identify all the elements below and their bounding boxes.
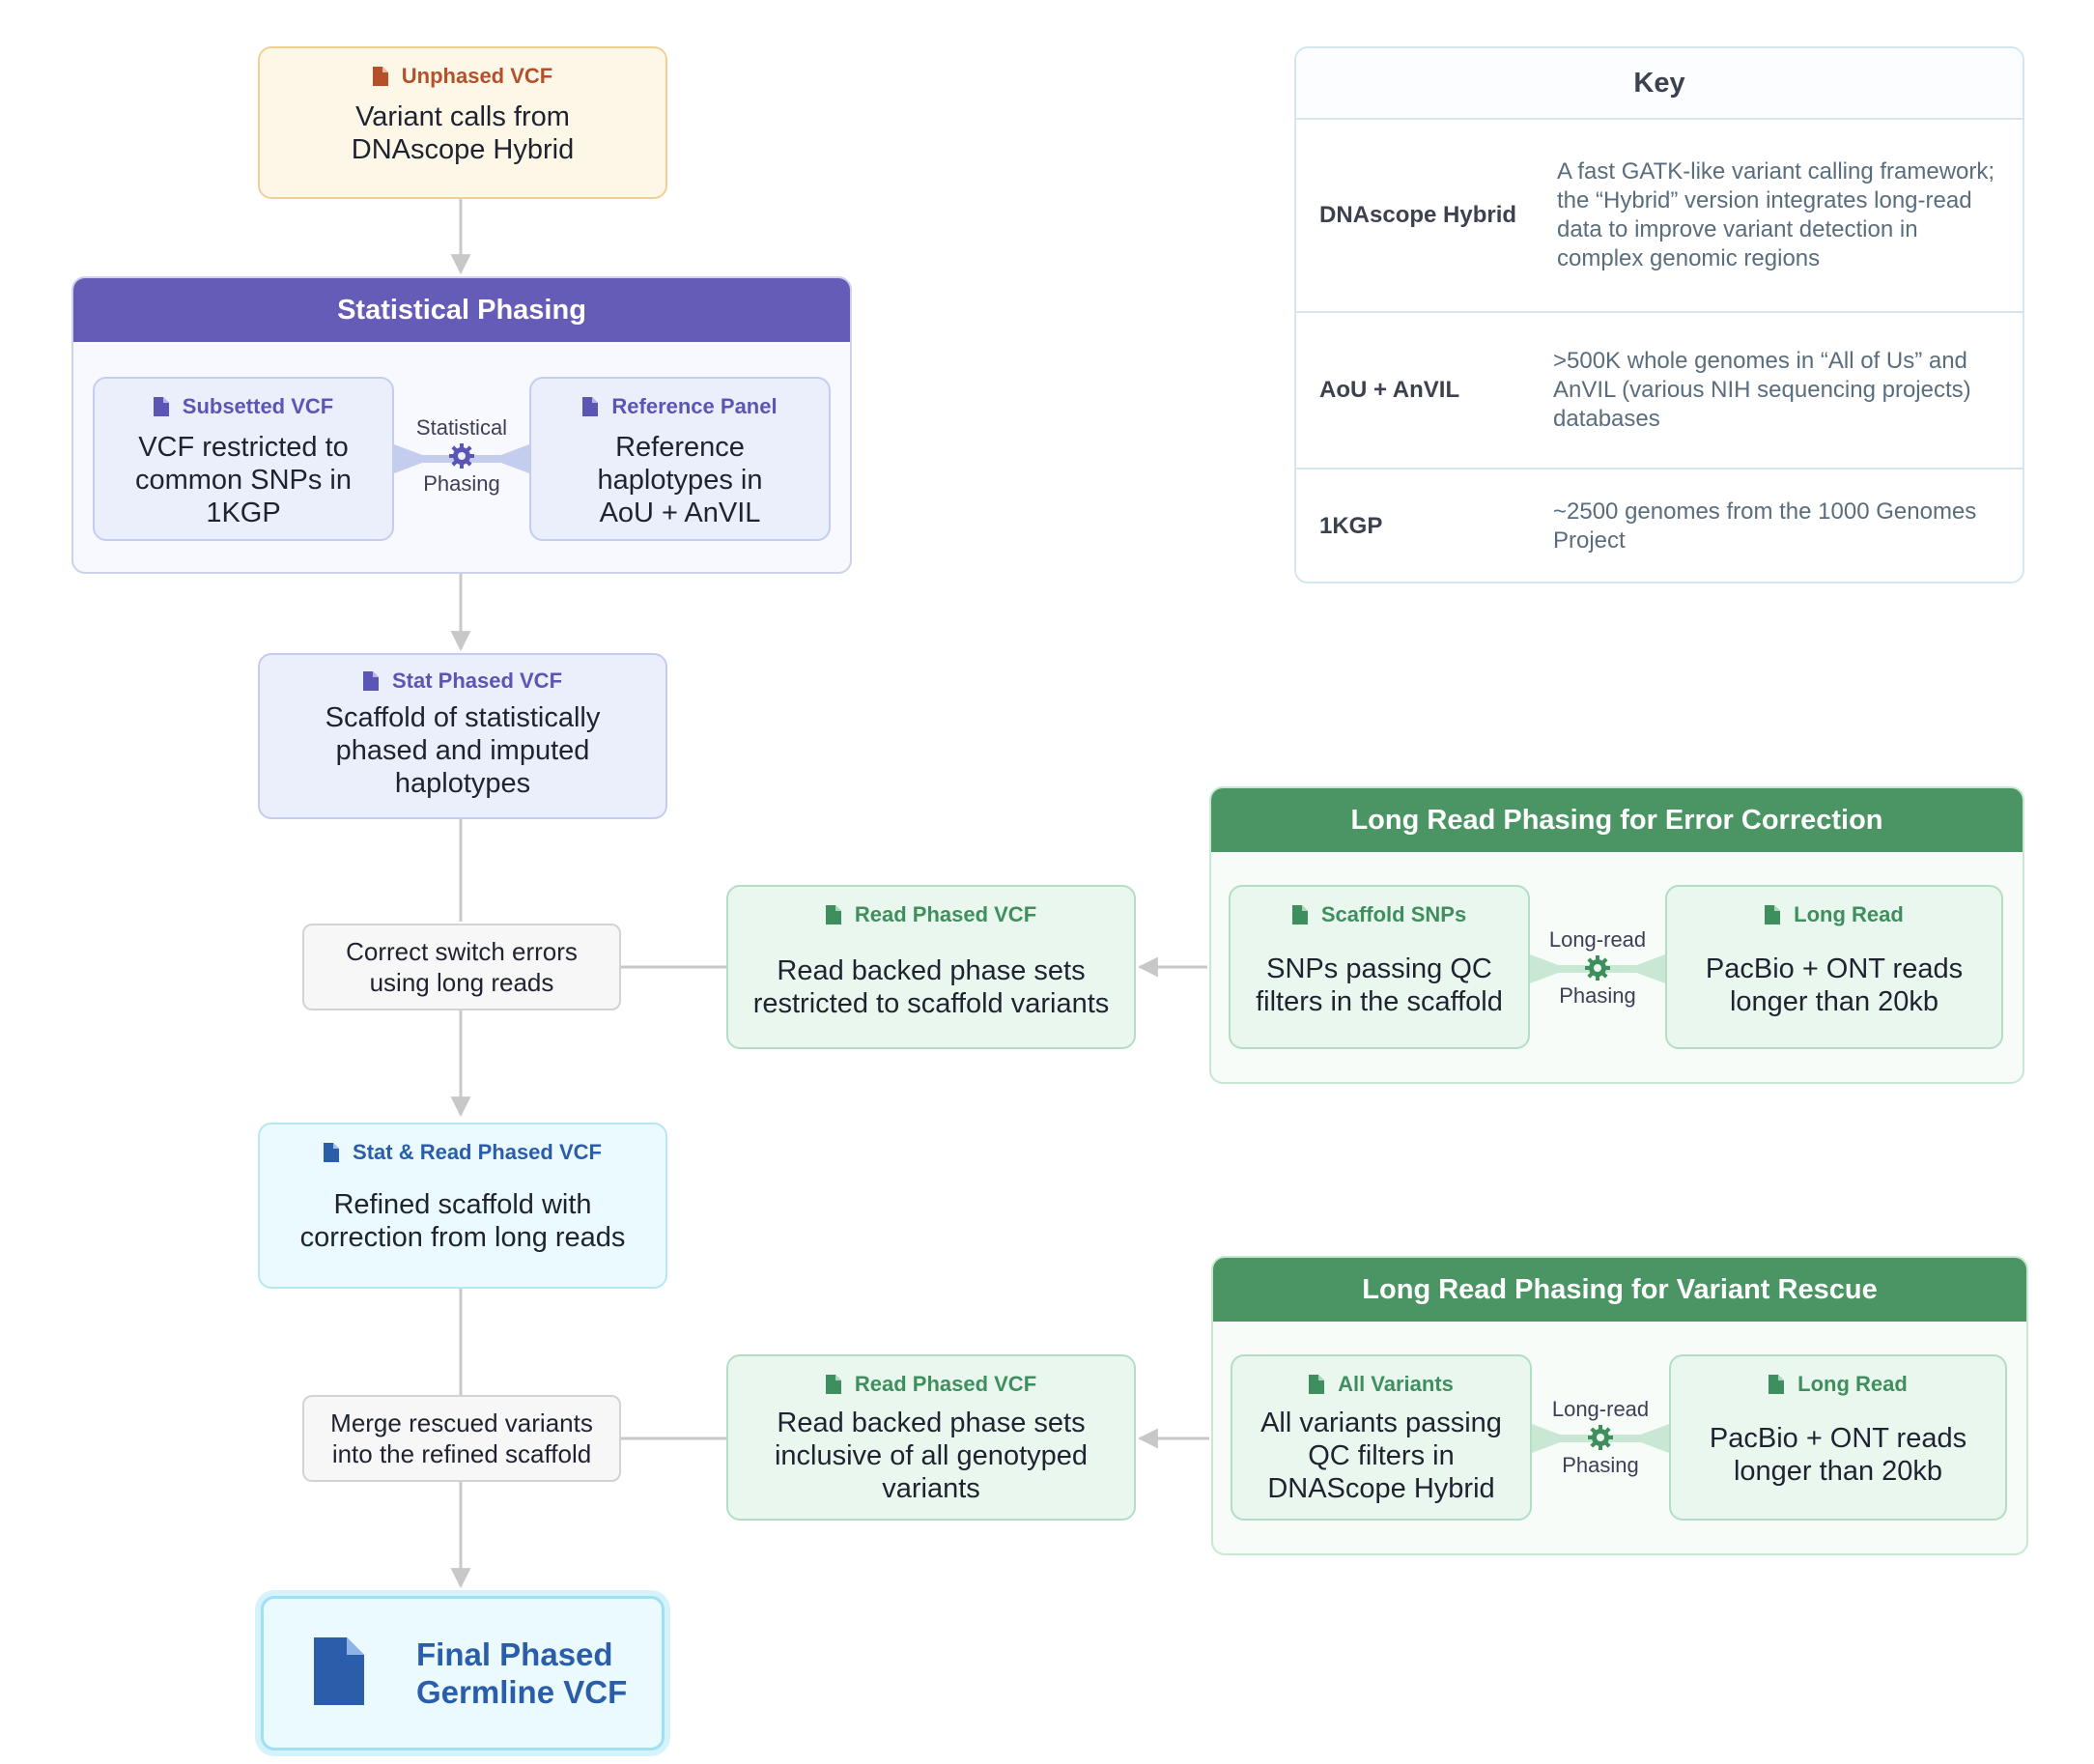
stat-read-phased-vcf-node[interactable]: Stat & Read Phased VCF Refined scaffold … xyxy=(258,1123,667,1289)
merge-rescued-variants-step[interactable]: Merge rescued variants into the refined … xyxy=(302,1395,621,1482)
file-icon xyxy=(153,397,169,416)
key-title: Key xyxy=(1296,48,2023,120)
file-icon xyxy=(1291,905,1308,925)
longread-phasing-connector-2: Long-read Phasing xyxy=(1532,1397,1669,1478)
file-icon xyxy=(372,67,388,86)
unphased-vcf-tag: Unphased VCF xyxy=(401,64,553,88)
connector-label-top: Long-read xyxy=(1548,927,1647,952)
file-icon xyxy=(582,397,599,416)
key-definition: ~2500 genomes from the 1000 Genomes Proj… xyxy=(1553,498,1977,554)
subsetted-vcf-node[interactable]: Subsetted VCF VCF restricted to common S… xyxy=(93,377,394,541)
read-phased-vcf-node-2[interactable]: Read Phased VCF Read backed phase sets i… xyxy=(726,1354,1136,1521)
unphased-vcf-node[interactable]: Unphased VCF Variant calls from DNAscope… xyxy=(258,46,667,199)
subsetted-vcf-body: VCF restricted to common SNPs in 1KGP xyxy=(134,432,352,528)
correct-switch-errors-step[interactable]: Correct switch errors using long reads xyxy=(302,924,621,1010)
key-term: AoU + AnVIL xyxy=(1319,377,1460,403)
final-phased-vcf-node[interactable]: Final Phased Germline VCF xyxy=(261,1596,665,1750)
key-row: AoU + AnVIL >500K whole genomes in “All … xyxy=(1296,313,2023,469)
connector-label-bottom: Phasing xyxy=(423,471,500,496)
subsetted-vcf-tag: Subsetted VCF xyxy=(182,394,334,418)
read-phased-vcf-node-1[interactable]: Read Phased VCF Read backed phase sets r… xyxy=(726,885,1136,1049)
error-correction-title: Long Read Phasing for Error Correction xyxy=(1211,788,2023,852)
file-icon xyxy=(362,671,379,691)
connector-label-bottom: Phasing xyxy=(1562,1453,1639,1477)
gear-icon xyxy=(1587,1424,1614,1451)
reference-panel-tag: Reference Panel xyxy=(611,394,778,418)
stat-phased-vcf-tag: Stat Phased VCF xyxy=(391,669,563,693)
scaffold-snps-node[interactable]: Scaffold SNPs SNPs passing QC filters in… xyxy=(1229,885,1530,1049)
all-variants-node[interactable]: All Variants All variants passing QC fil… xyxy=(1231,1354,1532,1521)
read-phased-vcf-body-1: Read backed phase sets restricted to sca… xyxy=(752,955,1110,1019)
large-file-icon xyxy=(314,1636,364,1710)
statistical-phasing-connector: Statistical Phasing xyxy=(394,415,529,497)
connector-label-top: Long-read xyxy=(1551,1397,1650,1421)
stat-phased-vcf-body: Scaffold of statistically phased and imp… xyxy=(325,702,601,799)
scaffold-snps-tag: Scaffold SNPs xyxy=(1320,902,1467,926)
file-icon xyxy=(825,1375,841,1394)
scaffold-snps-body: SNPs passing QC filters in the scaffold xyxy=(1256,953,1503,1017)
final-phased-vcf-title: Final Phased Germline VCF xyxy=(416,1636,628,1710)
file-icon xyxy=(825,905,841,925)
read-phased-vcf-body-2: Read backed phase sets inclusive of all … xyxy=(774,1408,1089,1504)
long-read-node-1[interactable]: Long Read PacBio + ONT reads longer than… xyxy=(1665,885,2003,1049)
file-icon xyxy=(324,1143,340,1162)
longread-phasing-connector-1: Long-read Phasing xyxy=(1530,927,1665,1009)
key-panel: Key DNAscope Hybrid A fast GATK-like var… xyxy=(1294,46,2024,583)
file-icon xyxy=(1769,1375,1785,1394)
reference-panel-body: Reference haplotypes in AoU + AnVIL xyxy=(597,432,763,528)
key-term: 1KGP xyxy=(1319,513,1383,539)
correct-switch-errors-label: Correct switch errors using long reads xyxy=(346,937,578,997)
stat-read-phased-vcf-body: Refined scaffold with correction from lo… xyxy=(299,1189,626,1253)
read-phased-vcf-tag-2: Read Phased VCF xyxy=(854,1372,1037,1396)
connector-label-top: Statistical xyxy=(415,415,508,440)
key-definition: >500K whole genomes in “All of Us” and A… xyxy=(1553,348,1971,432)
long-read-tag-2: Long Read xyxy=(1797,1372,1908,1396)
all-variants-body: All variants passing QC filters in DNASc… xyxy=(1260,1408,1502,1504)
merge-rescued-variants-label: Merge rescued variants into the refined … xyxy=(330,1408,593,1468)
gear-icon xyxy=(1584,954,1611,982)
gear-icon xyxy=(448,442,475,469)
file-icon xyxy=(1309,1375,1325,1394)
long-read-body-1: PacBio + ONT reads longer than 20kb xyxy=(1705,953,1964,1017)
all-variants-tag: All Variants xyxy=(1338,1372,1454,1396)
long-read-body-2: PacBio + ONT reads longer than 20kb xyxy=(1709,1423,1967,1487)
reference-panel-node[interactable]: Reference Panel Reference haplotypes in … xyxy=(529,377,831,541)
key-term: DNAscope Hybrid xyxy=(1319,202,1517,228)
stat-phased-vcf-node[interactable]: Stat Phased VCF Scaffold of statisticall… xyxy=(258,653,667,819)
key-definition: A fast GATK-like variant calling framewo… xyxy=(1557,158,1995,271)
unphased-vcf-body: Variant calls from DNAscope Hybrid xyxy=(351,101,575,165)
long-read-tag-1: Long Read xyxy=(1794,902,1904,926)
variant-rescue-title: Long Read Phasing for Variant Rescue xyxy=(1213,1258,2026,1322)
connector-label-bottom: Phasing xyxy=(1559,983,1636,1008)
statistical-phasing-title: Statistical Phasing xyxy=(73,278,850,342)
key-row: DNAscope Hybrid A fast GATK-like variant… xyxy=(1296,120,2023,313)
long-read-node-2[interactable]: Long Read PacBio + ONT reads longer than… xyxy=(1669,1354,2007,1521)
stat-read-phased-vcf-tag: Stat & Read Phased VCF xyxy=(353,1140,602,1164)
key-row: 1KGP ~2500 genomes from the 1000 Genomes… xyxy=(1296,469,2023,582)
read-phased-vcf-tag-1: Read Phased VCF xyxy=(854,902,1037,926)
file-icon xyxy=(1765,905,1781,925)
